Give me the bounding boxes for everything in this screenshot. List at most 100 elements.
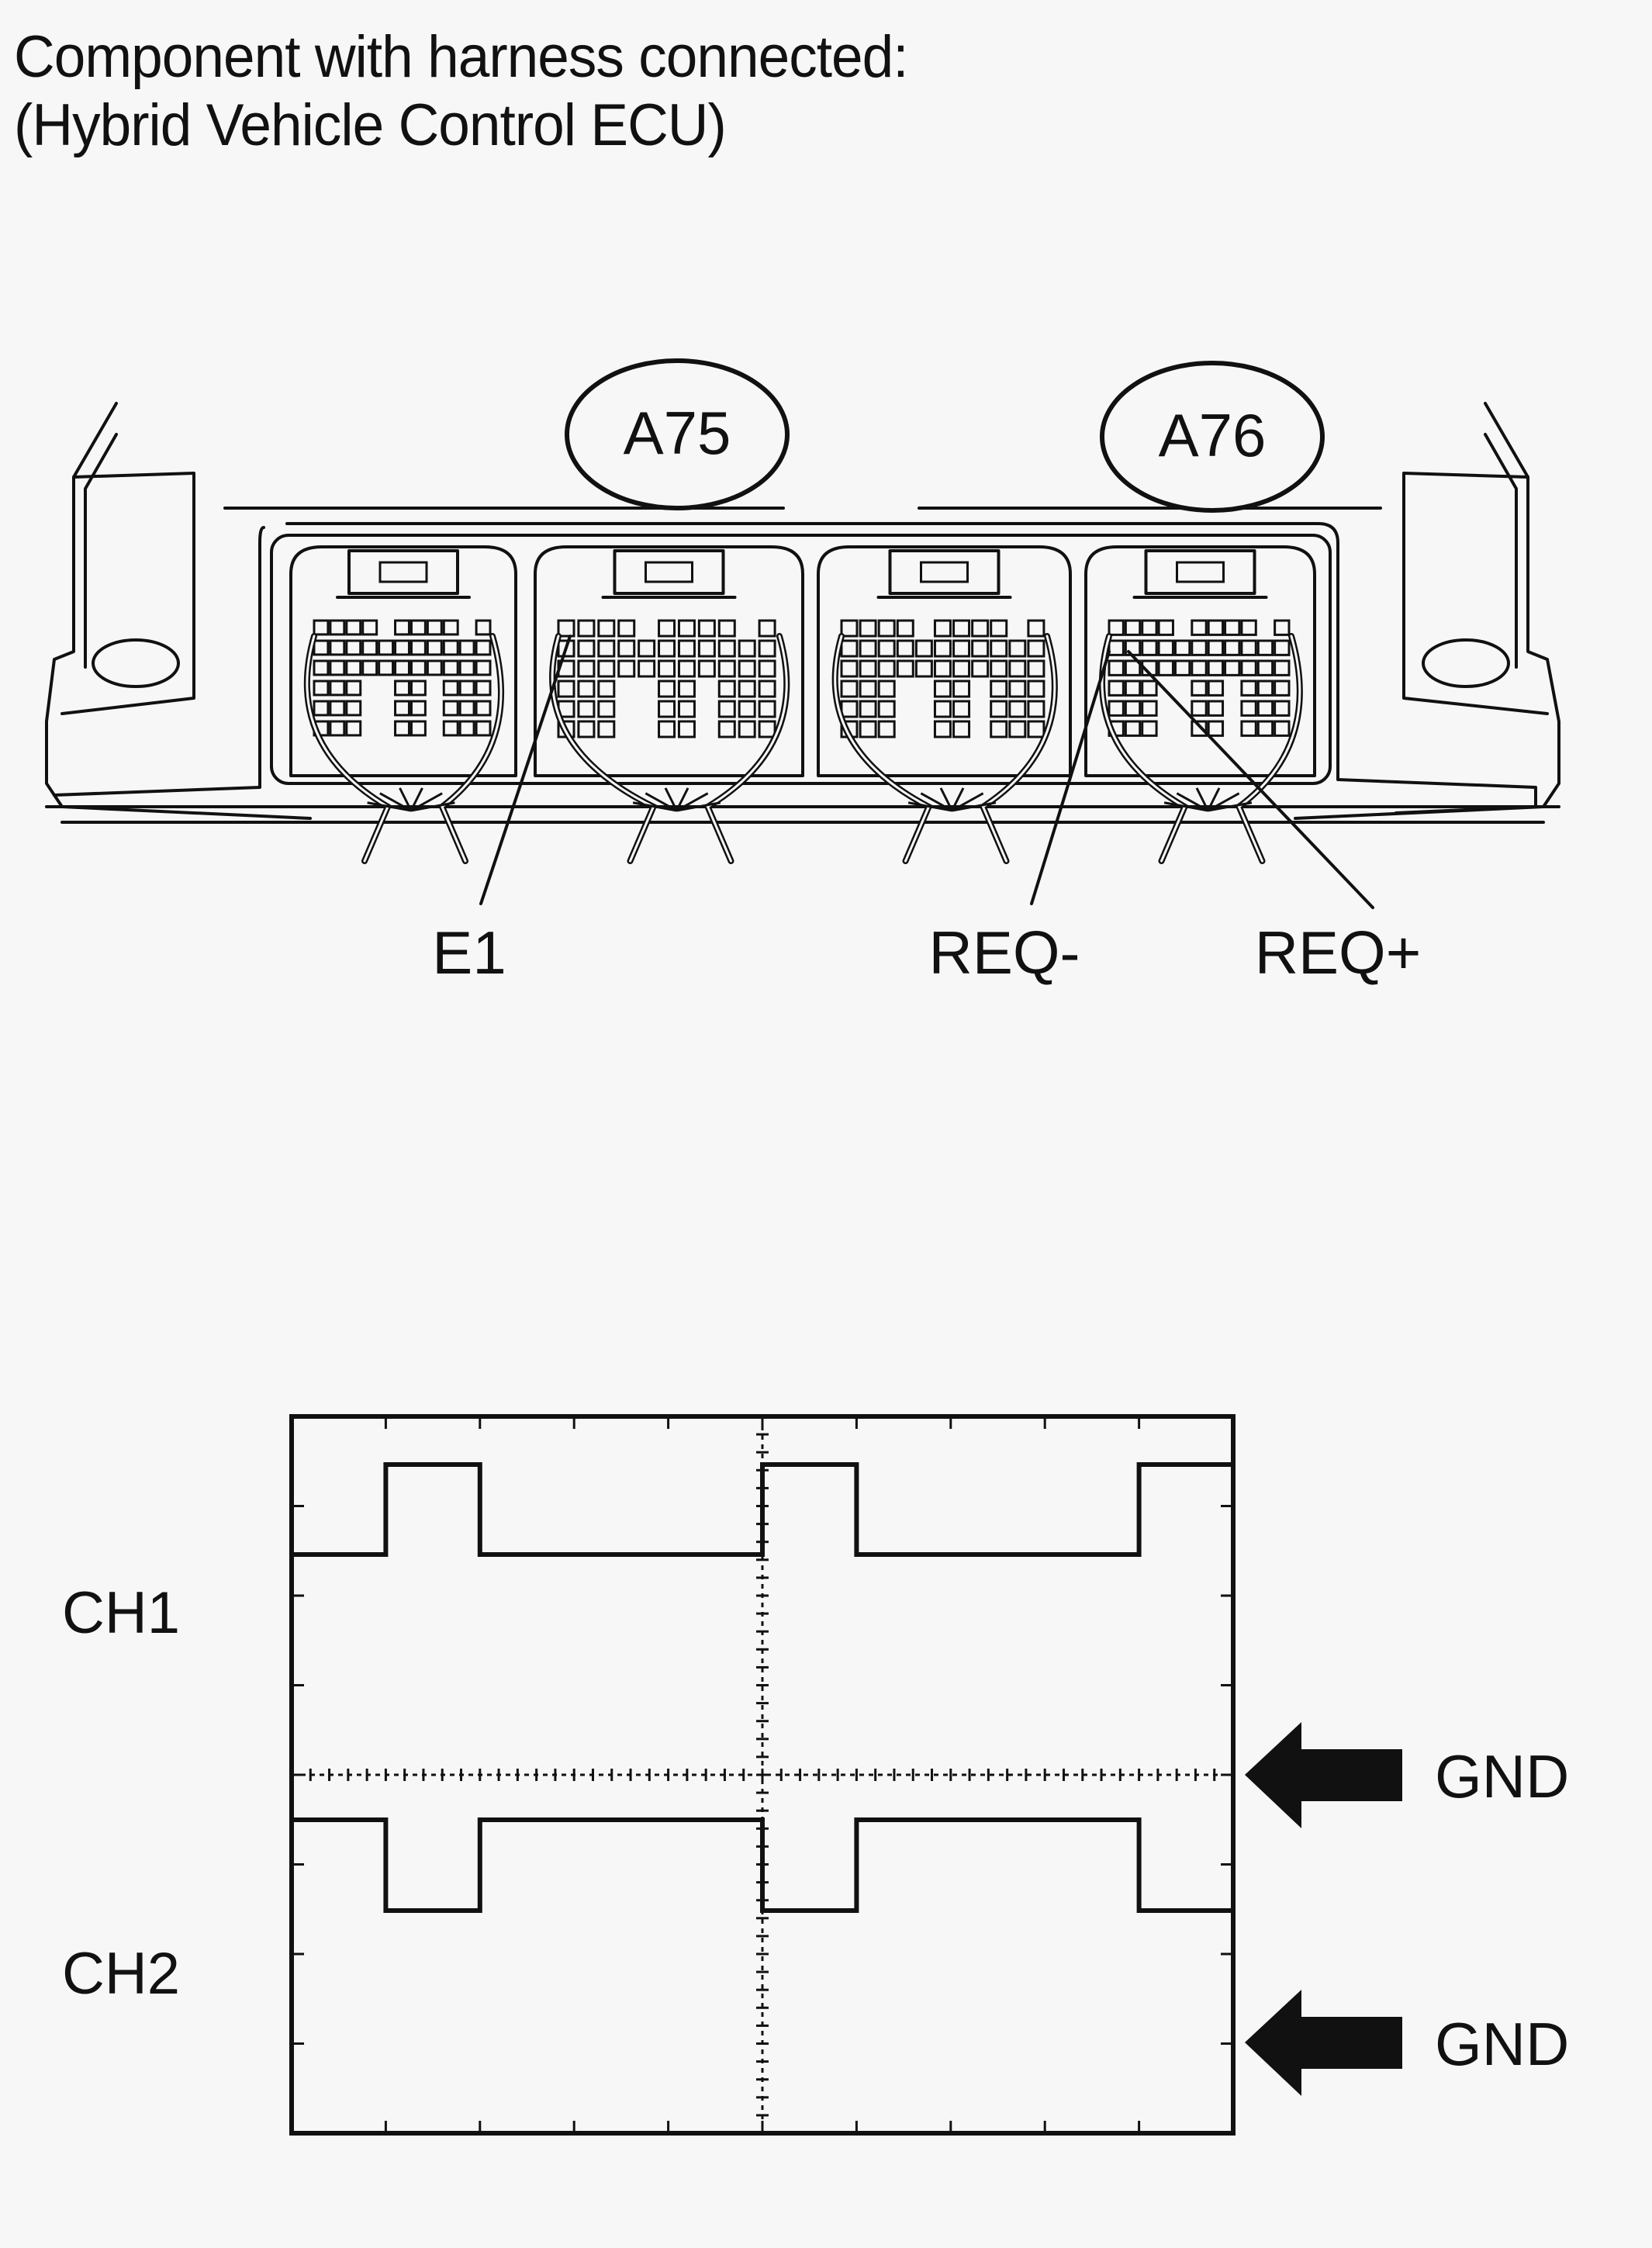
harness-wire-core [834, 635, 931, 863]
callout-ellipse-a76 [1100, 361, 1325, 513]
harness-strand [645, 792, 678, 812]
terminal-pin [952, 659, 971, 678]
leader-e1 [479, 635, 572, 905]
terminal-pin [345, 680, 362, 697]
terminal-pin [1274, 720, 1291, 737]
terminal-pin [1027, 700, 1045, 718]
terminal-pin [1274, 639, 1291, 656]
terminal-pin [840, 659, 859, 678]
harness-wire-core [306, 635, 389, 863]
terminal-pin [410, 639, 427, 656]
terminal-pin [1191, 619, 1208, 636]
terminal-pin [990, 639, 1008, 658]
harness-wire-core [706, 635, 788, 863]
terminal-pin [677, 639, 696, 658]
terminal-pin [1191, 639, 1208, 656]
latch-window [920, 561, 969, 583]
connector-label-a76: A76 [1159, 401, 1267, 469]
terminal-pin [597, 700, 616, 718]
terminal-pin [617, 619, 636, 638]
harness-strand [410, 787, 423, 811]
terminal-pin [1108, 639, 1125, 656]
gnd-marker-ch1: GND [1245, 1722, 1569, 1828]
terminal-pin [557, 680, 575, 698]
terminal-pin [597, 639, 616, 658]
terminal-pin [329, 680, 346, 697]
terminal-pin [1108, 700, 1125, 717]
terminal-pin [1274, 680, 1291, 697]
terminal-pin [638, 639, 656, 658]
terminal-pin [1027, 680, 1045, 698]
terminal-label-req-plus: REQ+ [1255, 918, 1422, 987]
terminal-pin [1157, 639, 1174, 656]
terminal-pin [1141, 680, 1158, 697]
terminal-pin [990, 680, 1008, 698]
terminal-pin [1008, 680, 1027, 698]
arrow-left-icon [1245, 1722, 1402, 1828]
terminal-pin [840, 700, 859, 718]
leader-req-plus [1127, 650, 1374, 909]
terminal-pin [859, 720, 877, 738]
harness-strand [664, 787, 678, 811]
terminal-pin [410, 680, 427, 697]
connector-shell [817, 545, 1072, 777]
terminal-pin [378, 639, 395, 656]
terminal-pin [914, 659, 933, 678]
gnd-label-ch2: GND [1435, 2010, 1569, 2078]
arrow-left-icon [1245, 1990, 1402, 2096]
connector-latch [1144, 549, 1256, 595]
harness-bundle-2 [549, 633, 790, 864]
connector-shell [289, 545, 517, 777]
terminal-pin [442, 619, 459, 636]
terminal-pin [1274, 659, 1291, 676]
caption-line-2: (Hybrid Vehicle Control ECU) [14, 92, 727, 158]
terminal-pin [758, 680, 776, 698]
terminal-pin [475, 619, 492, 636]
terminal-pin [1108, 659, 1125, 676]
terminal-pin [1240, 639, 1257, 656]
terminal-pin [458, 700, 475, 717]
terminal-pin [1124, 659, 1142, 676]
terminal-pin [952, 680, 971, 698]
terminal-pin [1141, 700, 1158, 717]
terminal-pin [1207, 639, 1225, 656]
terminal-pin [717, 639, 736, 658]
terminal-pin [1256, 700, 1274, 717]
terminal-pin [658, 700, 676, 718]
harness-wire-core [1101, 635, 1187, 863]
terminal-pin [1191, 700, 1208, 717]
harness-strand [676, 801, 721, 812]
connector-latch [347, 549, 459, 595]
terminal-pin [758, 659, 776, 678]
terminal-pin [1224, 639, 1241, 656]
terminal-pin [442, 639, 459, 656]
terminal-pin [1008, 700, 1027, 718]
terminal-pin [952, 720, 971, 738]
terminal-pin [738, 659, 756, 678]
terminal-pin [933, 720, 952, 738]
terminal-label-e1: E1 [432, 918, 506, 987]
ch2-waveform [292, 1817, 1233, 1913]
terminal-pin [597, 680, 616, 698]
terminal-pin [1141, 639, 1158, 656]
terminal-pin [859, 619, 877, 638]
terminal-pin [442, 659, 459, 676]
terminal-pin [410, 619, 427, 636]
connector-block-4 [1084, 545, 1316, 777]
connector-block-3 [817, 545, 1072, 777]
terminal-pin [658, 639, 676, 658]
terminal-pin [990, 700, 1008, 718]
terminal-pin [329, 720, 346, 737]
terminal-pin [896, 659, 914, 678]
terminal-pin [577, 619, 596, 638]
terminal-pin [577, 700, 596, 718]
terminal-pin [877, 700, 896, 718]
connector-latch [888, 549, 1001, 595]
terminal-pin [1274, 700, 1291, 717]
harness-strand [410, 801, 455, 812]
terminal-pin [952, 619, 971, 638]
terminal-pin [859, 659, 877, 678]
terminal-pin [394, 659, 410, 676]
terminal-pin [313, 700, 330, 717]
terminal-pin [1256, 680, 1274, 697]
